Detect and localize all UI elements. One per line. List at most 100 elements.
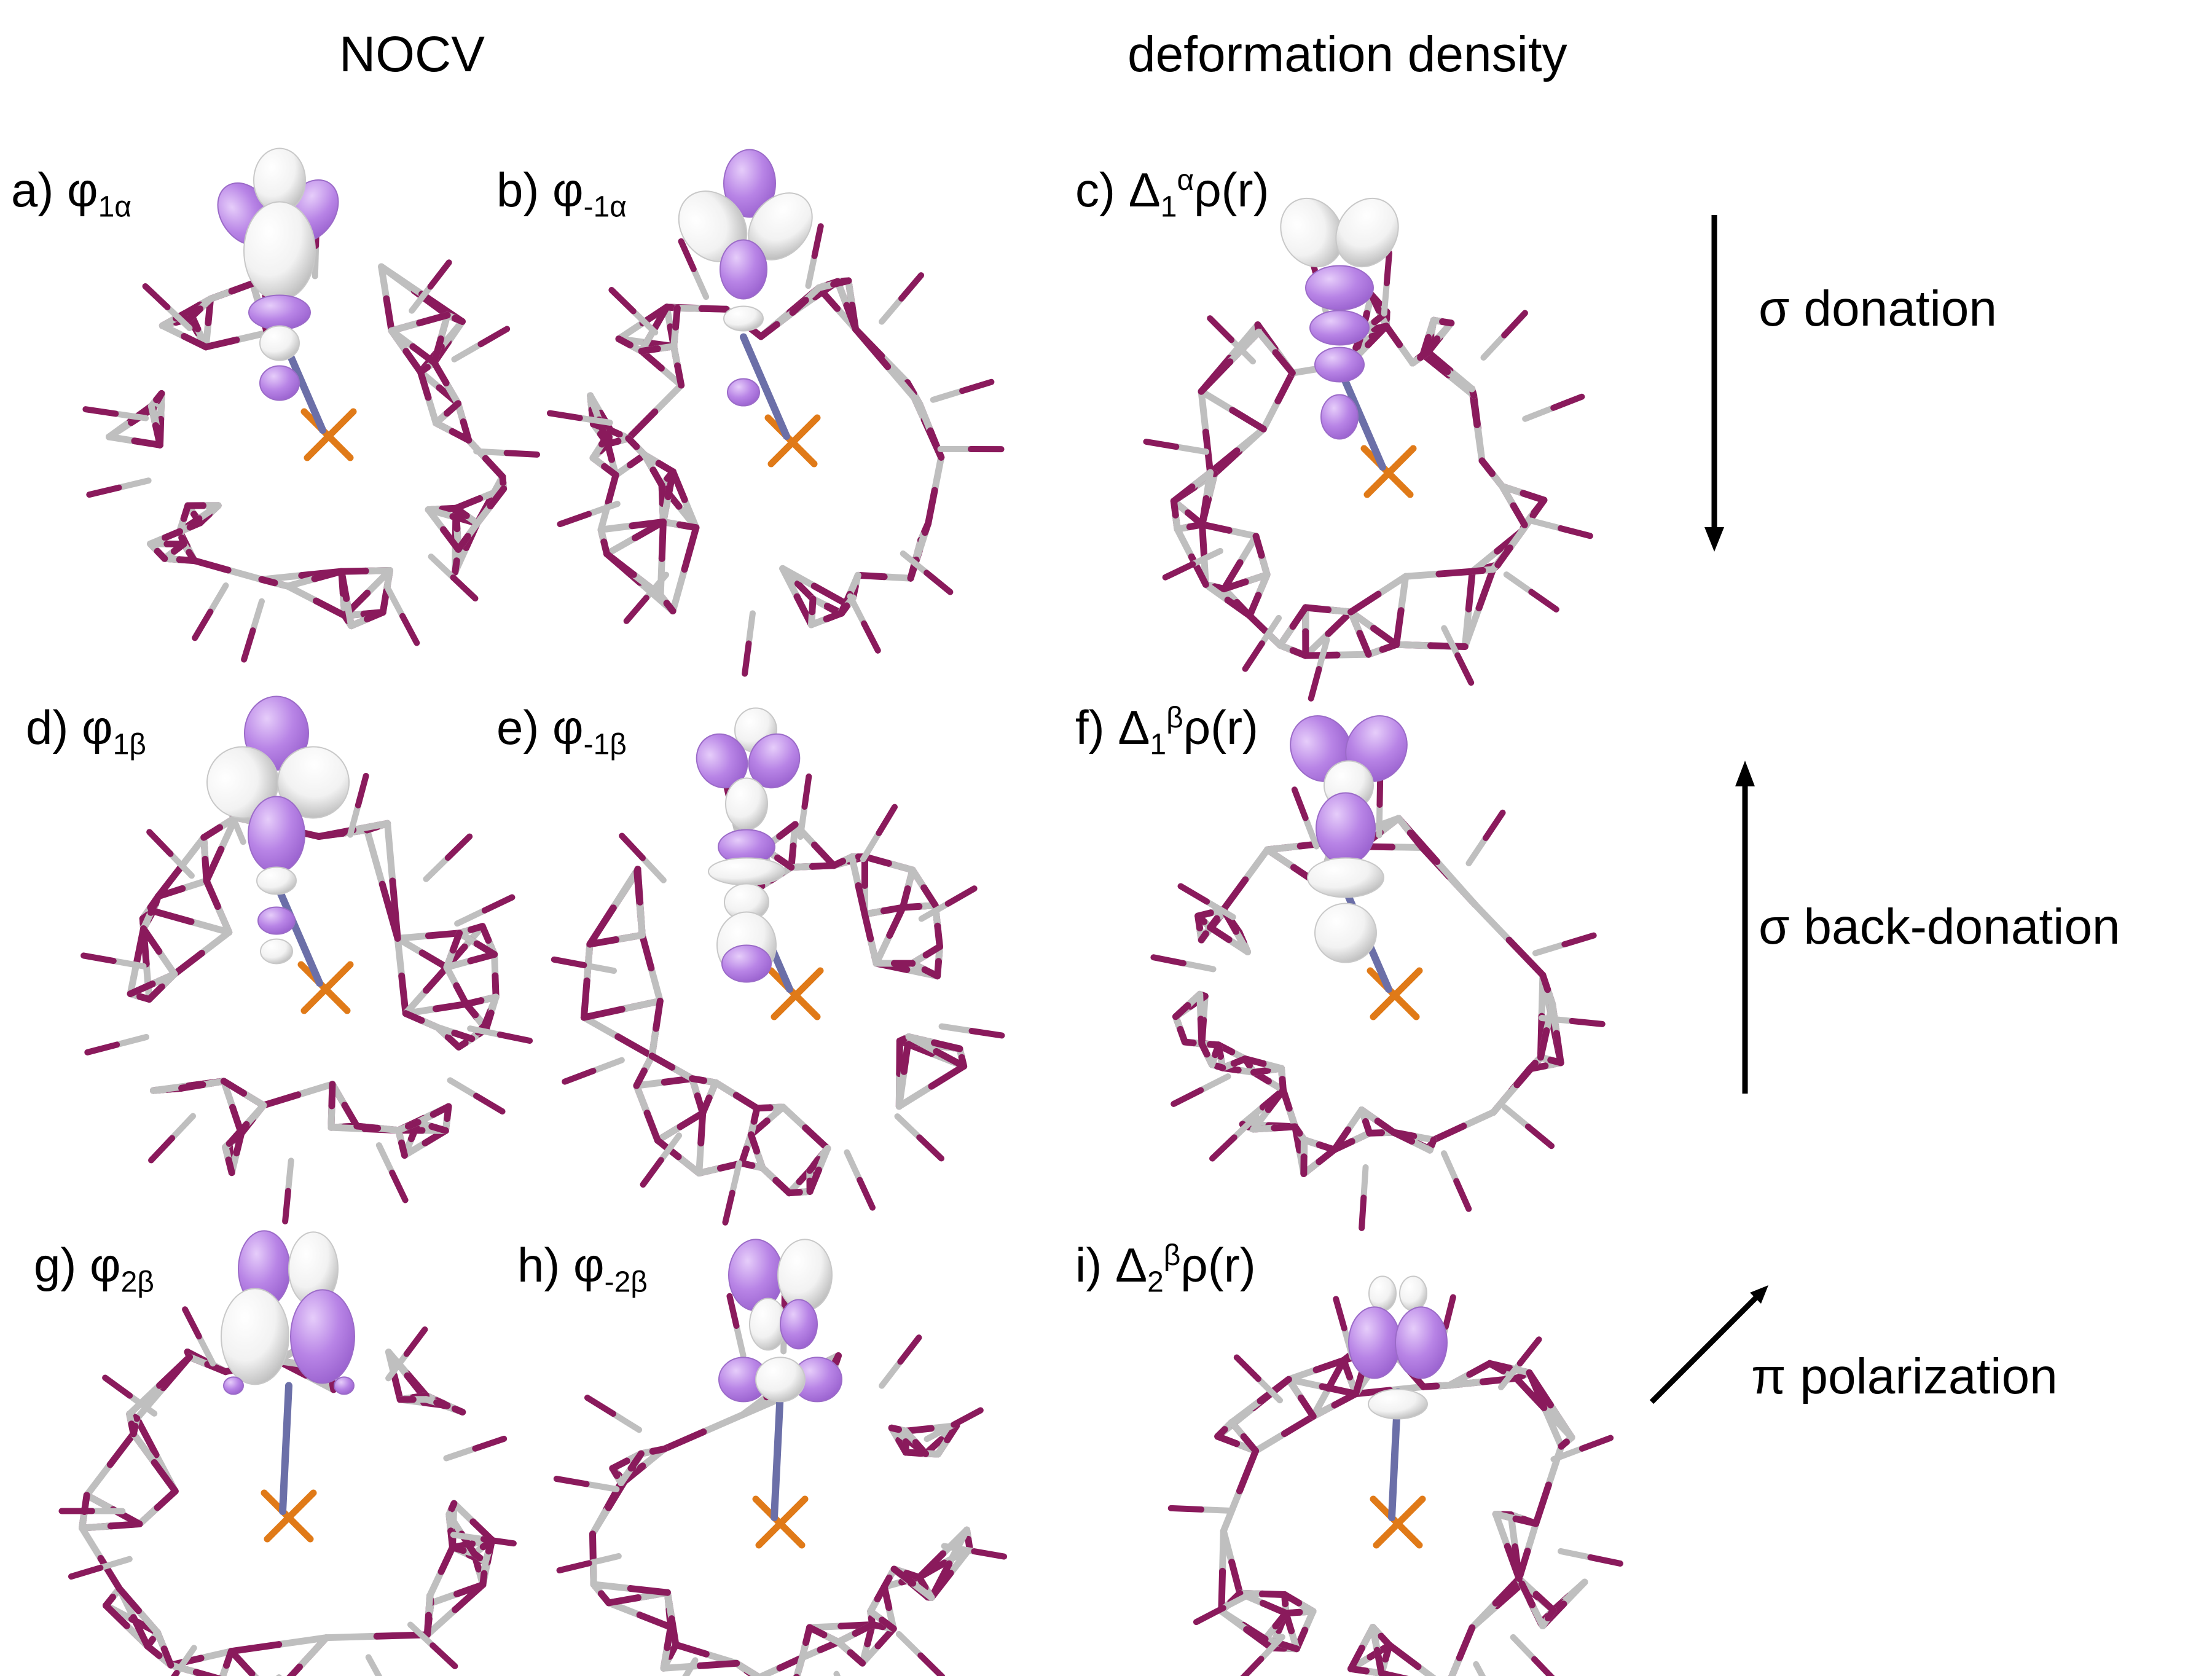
bond-segment: [1325, 1357, 1347, 1392]
bond-segment: [1425, 316, 1437, 341]
bond-segment: [1242, 846, 1271, 883]
bond-segment: [670, 343, 681, 369]
bond-segment: [1233, 598, 1253, 619]
bond-segment: [852, 326, 885, 359]
bond-segment: [248, 1670, 259, 1676]
bond-segment: [1198, 1040, 1210, 1058]
bond-segment: [147, 893, 162, 911]
bond-segment: [773, 309, 796, 328]
bond-segment: [1417, 348, 1432, 361]
bond-segment: [1181, 1038, 1197, 1047]
bond-segment: [1233, 928, 1252, 955]
metal-bond: [764, 414, 818, 468]
axial-ligand-bond: [1342, 886, 1392, 993]
bond-segment: [173, 1645, 197, 1676]
bond-segment: [605, 427, 614, 441]
bond-segment: [698, 305, 730, 313]
bond-segment: [823, 1370, 834, 1382]
bond-segment: [432, 410, 450, 426]
bond-segment: [627, 342, 645, 355]
bond-segment: [1508, 1065, 1534, 1094]
bond-segment: [97, 1554, 123, 1592]
bond-segment: [838, 602, 851, 617]
bond-segment: [928, 1560, 953, 1601]
bond-segment: [637, 898, 646, 939]
bond-segment: [749, 866, 762, 896]
bond-segment: [431, 335, 444, 366]
bond-segment: [649, 466, 665, 489]
bond-segment: [815, 281, 832, 292]
bond-segment: [286, 1663, 303, 1676]
bond-segment: [1340, 1357, 1354, 1380]
bond-segment: [845, 853, 869, 865]
bond-segment: [670, 1632, 680, 1648]
bond-segment: [480, 1536, 517, 1547]
bond-segment: [1331, 1390, 1360, 1409]
bond-segment: [755, 1664, 783, 1676]
bond-segment: [700, 1077, 720, 1086]
bond-segment: [907, 556, 920, 582]
bond-segment: [181, 332, 210, 351]
bond-segment: [383, 295, 395, 334]
bond-segment: [605, 427, 614, 441]
cage-c: [1143, 249, 1593, 702]
bond-segment: [888, 1424, 903, 1433]
label-pi-polarization: π polarization: [1751, 1349, 2058, 1404]
bond-segment: [663, 303, 674, 331]
bond-segment: [651, 382, 685, 415]
bond-segment: [1510, 1634, 1538, 1662]
molecule-i: [1167, 1275, 1623, 1676]
bond-segment: [1202, 924, 1214, 938]
bond-segment: [176, 556, 198, 565]
bond-segment: [1481, 561, 1502, 572]
orbital-lobe-white: [256, 866, 297, 895]
bond-segment: [216, 814, 239, 831]
bond-segment: [1367, 1642, 1393, 1661]
bond-segment: [1439, 318, 1455, 327]
bond-segment: [1542, 1059, 1564, 1070]
bond-segment: [1198, 1040, 1222, 1049]
bond-segment: [916, 401, 934, 434]
bond-segment: [1228, 337, 1257, 365]
bond-segment: [1236, 533, 1260, 566]
bond-segment: [605, 1599, 643, 1619]
bond-segment: [1346, 1373, 1360, 1398]
bond-segment: [1194, 909, 1214, 920]
bond-segment: [271, 579, 291, 590]
bond-segment: [1359, 325, 1378, 335]
bond-segment: [444, 833, 473, 861]
bond-segment: [890, 1565, 917, 1587]
bond-segment: [1366, 1129, 1385, 1137]
panel-label-c-suffix: ρ(r): [1194, 163, 1269, 217]
bond-segment: [1390, 1129, 1418, 1140]
metal-bond: [1370, 967, 1423, 1020]
bond-segment: [471, 1550, 482, 1573]
bond-segment: [840, 600, 850, 612]
bond-segment: [1275, 1610, 1290, 1634]
bond-segment: [904, 379, 917, 397]
bond-segment: [223, 1648, 235, 1669]
metal-bond: [300, 961, 354, 1014]
bond-segment: [183, 542, 198, 565]
bond-segment: [429, 1103, 452, 1118]
bond-segment: [154, 1629, 168, 1653]
bond-segment: [150, 1086, 171, 1094]
bond-segment: [743, 1131, 755, 1153]
bond-segment: [1171, 1087, 1204, 1107]
bond-segment: [586, 903, 618, 948]
orbital-lobe-purple: [217, 182, 275, 246]
bond-segment: [1539, 1600, 1567, 1629]
bond-segment: [127, 1392, 158, 1417]
bond-segment: [187, 1354, 212, 1368]
bond-segment: [922, 1584, 935, 1601]
bond-segment: [1547, 1056, 1564, 1067]
bond-segment: [144, 1642, 163, 1659]
bond-segment: [918, 529, 928, 546]
bond-segment: [1246, 592, 1262, 619]
bond-segment: [341, 1102, 361, 1130]
bond-segment: [1500, 1511, 1515, 1519]
bond-segment: [829, 1352, 842, 1371]
bond-segment: [150, 397, 161, 412]
bond-segment: [557, 511, 592, 528]
bond-segment: [68, 1564, 104, 1580]
